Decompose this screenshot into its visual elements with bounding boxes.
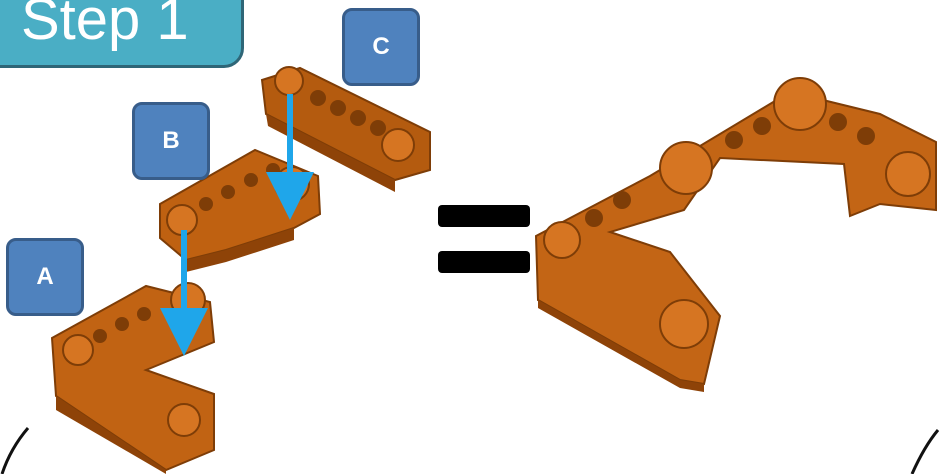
label-b: B [132,102,210,180]
label-a: A [6,238,84,316]
assembled-piece [534,77,937,392]
equals-bar-top [438,205,530,227]
equals-sign [438,205,530,275]
label-c: C [342,8,420,86]
step-title: Step 1 [0,0,244,68]
piece-c [260,66,431,192]
equals-bar-bottom [438,251,530,273]
